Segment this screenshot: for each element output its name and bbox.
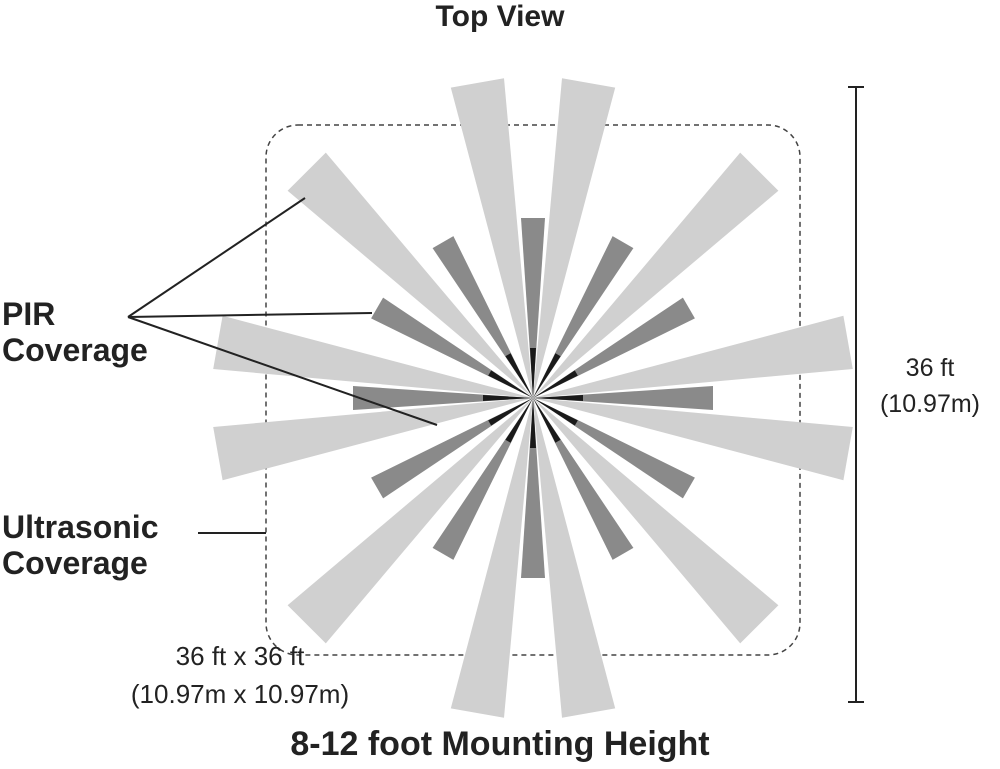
ultrasonic-beam (533, 398, 779, 644)
ultrasonic-beam (450, 398, 533, 718)
ultrasonic-beam (533, 315, 853, 398)
pir-beams (353, 218, 713, 578)
pir-label-line: Coverage (2, 331, 148, 368)
pir-beam-tip (530, 398, 536, 448)
height-dimension (848, 86, 864, 703)
ultrasonic-beam (533, 78, 616, 398)
height-label-line: (10.97m) (879, 390, 981, 419)
ultrasonic-beam (533, 398, 853, 481)
ultrasonic-beam (533, 398, 616, 718)
pir-beam-tip (530, 348, 536, 398)
pir-leader-line (127, 197, 306, 318)
area-label-line: (10.97m x 10.97m) (130, 678, 350, 709)
diagram-title: Top View (435, 0, 565, 33)
area-dimension-label: 36 ft x 36 ft (10.97m x 10.97m) (80, 638, 400, 713)
pir-leader-line (127, 316, 438, 426)
pir-beam-tip (505, 353, 533, 398)
pir-beam (521, 218, 545, 398)
mounting-height-caption: 8-12 foot Mounting Height (290, 725, 710, 763)
height-label-line: 36 ft (905, 354, 955, 382)
pir-beam-tip (488, 398, 533, 426)
ultrasonic-beams (213, 78, 853, 718)
pir-beam-tip (533, 353, 561, 398)
pir-coverage-label: PIR Coverage (2, 296, 148, 369)
ultrasonic-beam (450, 78, 533, 398)
pir-beam-tip (488, 370, 533, 398)
ultrasonic-beam (213, 398, 533, 481)
pir-beam (353, 386, 533, 410)
pir-beam-tip (533, 398, 561, 443)
ultrasonic-beam (213, 315, 533, 398)
pir-beam-tip (505, 398, 533, 443)
pir-beam (533, 386, 713, 410)
pir-beam-tip (533, 398, 578, 426)
ultrasonic-beam (533, 152, 779, 398)
pir-beam-tip (533, 370, 578, 398)
pir-beam-tip (533, 395, 583, 401)
pir-beam-tip (483, 395, 533, 401)
ultrasonic-coverage-label: Ultrasonic Coverage (2, 509, 159, 582)
ultrasonic-label-line: Ultrasonic (2, 509, 159, 545)
area-label-line: 36 ft x 36 ft (175, 641, 305, 671)
height-dimension-label: 36 ft (10.97m) (860, 350, 1000, 423)
pir-label-line: PIR (2, 296, 56, 332)
ultrasonic-beam (287, 152, 533, 398)
ultrasonic-label-line: Coverage (2, 544, 148, 581)
ultrasonic-beam (287, 398, 533, 644)
coverage-area-boundary (265, 124, 801, 656)
pir-beam (521, 398, 545, 578)
pir-leader-lines (127, 197, 438, 426)
pir-leader-line (127, 312, 373, 318)
